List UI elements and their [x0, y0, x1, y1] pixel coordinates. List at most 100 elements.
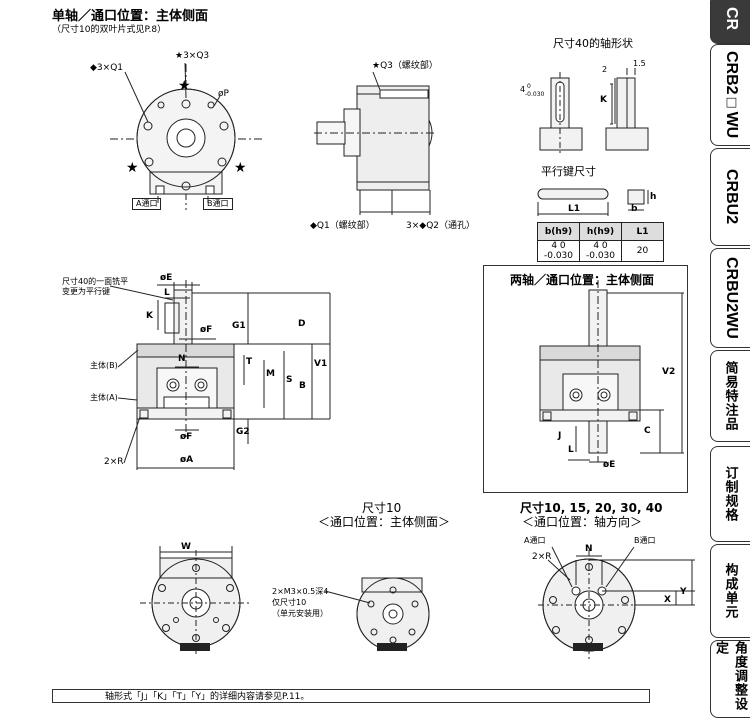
dim-d: D — [298, 319, 306, 329]
side-view-drawing — [314, 71, 436, 215]
dim-n: N — [178, 354, 186, 364]
tab-crb2wu[interactable]: CRB2□WU — [710, 44, 750, 146]
side-q3-label: ★Q3（螺纹部） — [372, 61, 438, 71]
tab-crbu2[interactable]: CRBU2 — [710, 148, 750, 246]
dim-c: C — [644, 426, 651, 436]
table-header: h(h9) — [579, 222, 622, 241]
sizes-all-drawing — [538, 546, 695, 660]
q1-label: ◆3×Q1 — [90, 63, 123, 73]
dim-v1: V1 — [314, 359, 328, 369]
dim-m: M — [266, 369, 275, 379]
table-header: L1 — [621, 222, 664, 241]
dim-g1: G1 — [232, 321, 246, 331]
tab-label: 构成单元 — [723, 563, 739, 619]
dim-g2: G2 — [236, 427, 250, 437]
front-view-drawing — [110, 62, 262, 210]
sizes-port-a: A通口 — [524, 536, 546, 545]
tab-label: CR — [723, 7, 740, 31]
dim-w: W — [181, 542, 191, 552]
footer-note: 轴形式「J」「K」「T」「Y」的详细内容请参见P.11。 — [52, 689, 650, 703]
parallel-key-table: b(h9) h(h9) L1 4 0 -0.030 4 0 -0.030 20 — [537, 222, 664, 262]
dim-k: K — [146, 311, 153, 321]
tab-label: CRB2□WU — [723, 51, 740, 139]
port-b-label: B通口 — [203, 198, 233, 210]
size10-front-drawing — [140, 546, 252, 656]
section-title: 单轴／通口位置：主体侧面 — [52, 9, 209, 24]
dim-e: øE — [160, 273, 173, 283]
dim-l2: L — [568, 445, 574, 455]
main-view-drawing — [109, 280, 331, 470]
size10-note3: （单元安装用） — [272, 609, 328, 618]
body-a-label: 主体(A) — [90, 393, 118, 402]
star-icon: ★ — [178, 78, 191, 94]
key-b-label: b — [631, 204, 638, 214]
double-shaft-drawing — [539, 280, 684, 463]
dim-b: B — [299, 381, 306, 391]
main-note-line2: 变更为平行键 — [62, 287, 110, 296]
side-q1-label: ◆Q1（螺纹部） — [310, 221, 375, 231]
dim-e2: øE — [603, 460, 616, 470]
port-a-label: A通口 — [132, 198, 162, 210]
shaft-shape-title: 尺寸40的轴形状 — [553, 37, 633, 50]
shaft-dim-2: 2 — [602, 65, 608, 74]
size10-note1: 2×M3×0.5深4 — [272, 587, 329, 596]
shaft-shape-drawing — [539, 68, 649, 155]
shaft-tol-top: 0 — [527, 83, 531, 90]
dim-a: øA — [180, 455, 194, 465]
table-cell: 4 0 -0.030 — [579, 240, 622, 262]
tab-cr[interactable]: CR — [710, 0, 750, 44]
tab-label: 订制规格 — [723, 466, 739, 522]
sizes-all-subtitle: ＜通口位置：轴方向＞ — [522, 515, 643, 529]
table-header: b(h9) — [537, 222, 580, 241]
tab-label: 简易特注品 — [723, 361, 739, 431]
shaft-dim-1-5: 1.5 — [633, 59, 646, 68]
tab-simple-special[interactable]: 简易特注品 — [710, 350, 750, 442]
r-label: 2×R — [104, 457, 124, 467]
dim-v2: V2 — [662, 367, 676, 377]
dim-f-bottom: øF — [180, 432, 193, 442]
sizes-x-label: X — [664, 595, 671, 605]
sizes-all-title: 尺寸10, 15, 20, 30, 40 — [520, 501, 663, 515]
tab-unit[interactable]: 构成单元 — [710, 544, 750, 638]
p-label: øP — [218, 89, 229, 99]
section-subtitle: （尺寸10的双叶片式见P.8） — [52, 25, 167, 35]
tab-label: CRBU2 — [723, 169, 740, 225]
shaft-tol-bottom: -0.030 — [525, 91, 545, 98]
double-shaft-title: 两轴／通口位置：主体侧面 — [510, 273, 655, 287]
size10-note2: 仅尺寸10 — [272, 598, 307, 607]
body-b-label: 主体(B) — [90, 361, 118, 370]
tab-label: 角度调整设定 — [714, 641, 748, 711]
star-icon: ★ — [234, 160, 247, 176]
parallel-key-title: 平行键尺寸 — [541, 165, 596, 178]
dim-s: S — [286, 375, 293, 385]
side-q2-label: 3×◆Q2（通孔） — [406, 221, 475, 231]
size10-back-drawing — [324, 577, 430, 651]
star-icon: ★ — [126, 160, 139, 176]
dim-j: J — [558, 431, 562, 441]
shaft-dim-4: 4 — [520, 85, 526, 94]
double-shaft-box — [483, 265, 688, 493]
dim-l: L — [164, 288, 170, 298]
key-h-label: h — [650, 192, 657, 202]
sizes-n-label: N — [585, 544, 593, 554]
tab-angle[interactable]: 角度调整设定 — [710, 640, 750, 718]
tab-crbu2wu[interactable]: CRBU2WU — [710, 248, 750, 348]
tab-label: CRBU2WU — [723, 257, 740, 339]
table-cell: 4 0 -0.030 — [537, 240, 580, 262]
tab-custom-spec[interactable]: 订制规格 — [710, 446, 750, 542]
smc-logo — [180, 643, 603, 651]
shaft-dim-k: K — [600, 95, 607, 105]
main-note-line1: 尺寸40的一面铣平 — [62, 277, 129, 286]
sizes-r-label: 2×R — [532, 552, 552, 562]
size10-subtitle: ＜通口位置：主体侧面＞ — [318, 515, 451, 529]
dim-t: T — [246, 357, 253, 367]
table-cell: 20 — [621, 240, 664, 262]
parallel-key-drawing — [537, 188, 649, 216]
key-l1-label: L1 — [568, 204, 580, 214]
sizes-y-label: Y — [680, 587, 687, 597]
side-tabs: CR CRB2□WU CRBU2 CRBU2WU 简易特注品 订制规格 构成单元… — [708, 0, 750, 718]
size10-title: 尺寸10 — [362, 501, 402, 515]
q3-label: ★3×Q3 — [175, 51, 210, 61]
dim-f-top: øF — [200, 325, 213, 335]
